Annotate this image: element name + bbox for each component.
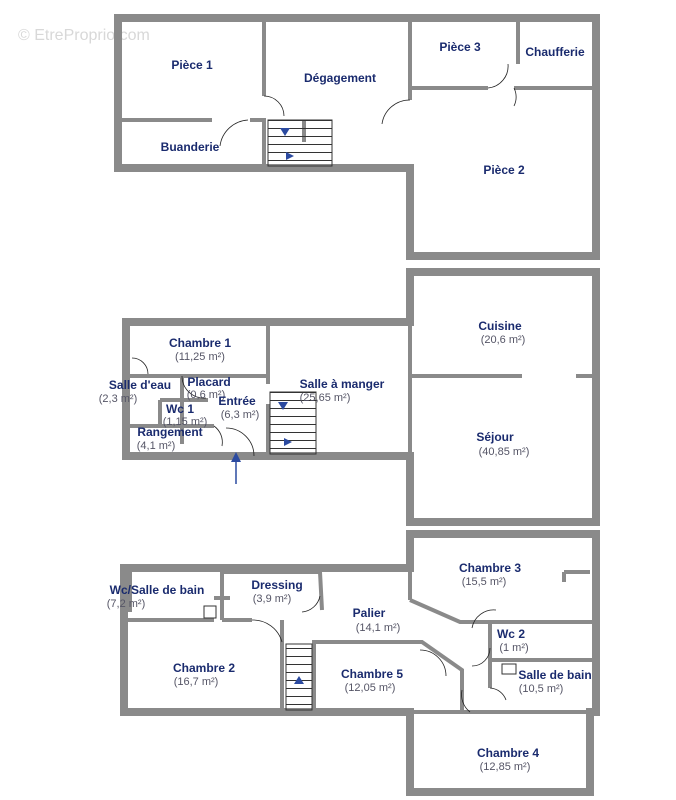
room-name: Wc/Salle de bain [110,583,205,597]
room-area: (12,05 m²) [345,682,396,694]
stairs-arrow-icon [294,676,304,684]
room-name: Chambre 2 [173,661,235,675]
basement-room-labels: Pièce 1 Dégagement Pièce 3 Chaufferie Bu… [161,40,585,177]
room-area: (4,1 m²) [137,440,176,452]
basement-inner-walls [118,18,596,168]
sink-icon [203,605,217,619]
room-area: (10,5 m²) [519,683,564,695]
room-name: Chambre 4 [477,746,539,760]
floor-ground [122,268,600,526]
room-area: (1 m²) [499,642,528,654]
floor-basement [114,14,600,260]
upper-doors [251,595,507,713]
room-area: (7,2 m²) [107,598,146,610]
room-name: Placard [187,375,230,389]
room-area: (40,85 m²) [479,446,530,458]
room-area: (2,3 m²) [99,393,138,405]
ground-doors [131,357,255,457]
room-name: Dressing [251,578,302,592]
upper-inner-walls [124,534,596,714]
room-name: Salle de bain [518,668,591,682]
stairs-arrow-icon [280,128,294,160]
room-area: (1,15 m²) [163,416,208,428]
room-name: Chambre 1 [169,336,231,350]
room-name: Entrée [218,394,256,408]
basement-outer-wall [114,14,600,260]
room-area: (16,7 m²) [174,676,219,688]
ground-outer-wall [122,268,600,526]
room-area: (0,6 m²) [187,389,226,401]
room-name: Pièce 3 [439,40,481,54]
room-name: Salle à manger [300,377,385,391]
room-name: Chaufferie [525,45,585,59]
room-name: Cuisine [478,319,522,333]
basement-doors [219,63,517,147]
upper-room-labels: Chambre 3 (15,5 m²) Wc/Salle de bain (7,… [107,561,592,773]
room-name: Salle d'eau [109,378,171,392]
watermark: © EtreProprio.com [18,27,150,44]
ground-stairs [269,391,317,455]
room-name: Chambre 5 [341,667,403,681]
room-name: Wc 2 [497,627,525,641]
room-name: Pièce 2 [483,163,525,177]
room-name: Wc 1 [166,402,194,416]
stairs-arrow-icon [278,402,292,446]
room-area: (15,5 m²) [462,576,507,588]
room-name: Rangement [137,425,202,439]
room-name: Pièce 1 [171,58,213,72]
room-area: (6,3 m²) [221,409,260,421]
basement-stairs [267,119,333,167]
room-name: Dégagement [304,71,376,85]
room-area: (11,25 m²) [175,351,225,363]
entrance-arrow-icon [231,452,241,484]
room-area: (20,6 m²) [481,334,526,346]
ground-room-labels: Chambre 1 (11,25 m²) Cuisine (20,6 m²) S… [99,319,530,458]
room-name: Séjour [476,430,514,444]
room-name: Buanderie [161,140,220,154]
room-area: (25,65 m²) [300,392,351,404]
room-area: (12,85 m²) [480,761,531,773]
room-area: (14,1 m²) [356,622,401,634]
room-name: Chambre 3 [459,561,521,575]
ground-inner-walls [126,322,596,456]
room-area: (3,9 m²) [253,593,292,605]
sink-icon [501,663,517,675]
room-name: Palier [353,606,386,620]
